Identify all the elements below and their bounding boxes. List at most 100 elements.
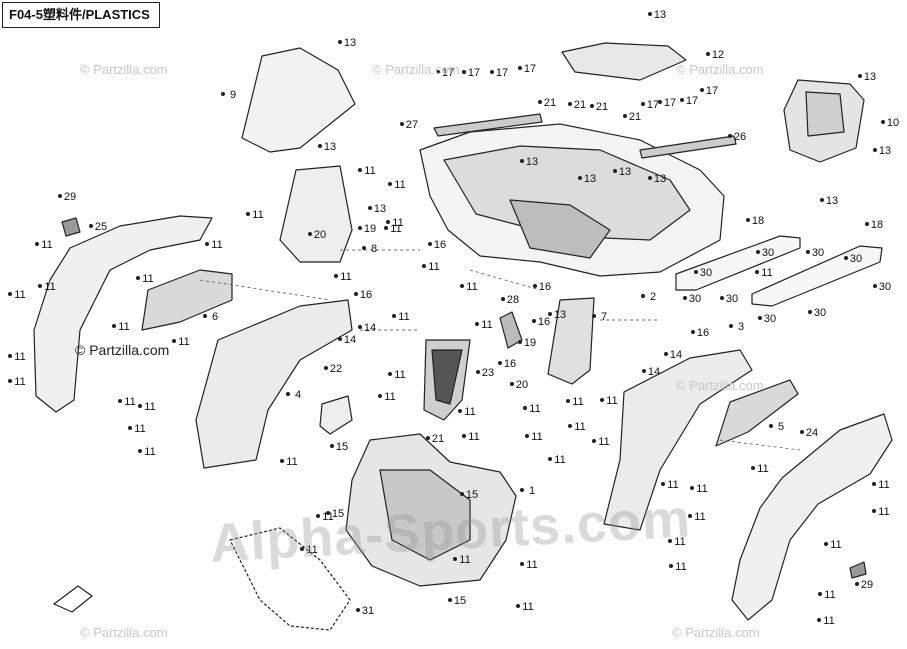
callout-label: 13: [654, 173, 666, 185]
part-3-shape: [603, 349, 753, 531]
callout-dot: [300, 547, 304, 551]
callout-dot: [668, 539, 672, 543]
callout-label: 21: [432, 433, 444, 445]
callout-label: 10: [887, 117, 899, 129]
callout-dot: [138, 449, 142, 453]
callout-dot: [648, 176, 652, 180]
callout-label: 11: [364, 165, 375, 177]
callout-label: 21: [574, 99, 586, 111]
callout-dot: [661, 482, 665, 486]
callout-label: 18: [752, 215, 764, 227]
callout-label: 11: [44, 281, 55, 293]
callout-dot: [354, 292, 358, 296]
callout-dot: [592, 439, 596, 443]
callout-dot: [525, 434, 529, 438]
callout-label: 17: [468, 67, 480, 79]
part-24-shape: [731, 413, 893, 621]
callout-dot: [844, 256, 848, 260]
callout-dot: [368, 206, 372, 210]
callout-label: 11: [674, 536, 685, 548]
callout-label: 11: [392, 217, 403, 229]
callout-dot: [683, 296, 687, 300]
callout-dot: [751, 466, 755, 470]
callout-label: 11: [526, 559, 537, 571]
callout-label: 13: [654, 9, 666, 21]
callout-label: 19: [364, 223, 376, 235]
callout-dot: [462, 70, 466, 74]
callout-label: 11: [14, 376, 25, 388]
callout-label: 11: [667, 479, 678, 491]
callout-label: 29: [861, 579, 873, 591]
callout-label: 30: [850, 253, 862, 265]
part-5-shape: [715, 379, 799, 447]
callout-label: 13: [864, 71, 876, 83]
callout-label: 30: [814, 307, 826, 319]
callout-dot: [490, 70, 494, 74]
callout-label: 11: [322, 511, 333, 523]
callout-label: 19: [524, 337, 536, 349]
callout-label: 11: [466, 281, 477, 293]
callout-dot: [538, 100, 542, 104]
part-25-shape: [33, 215, 213, 413]
callout-label: 11: [41, 239, 52, 251]
part-31-shape: [229, 527, 351, 631]
callout-dot: [720, 296, 724, 300]
callout-dot: [872, 482, 876, 486]
callout-label: 11: [142, 273, 153, 285]
callout-dot: [338, 40, 342, 44]
callout-label: 11: [459, 554, 470, 566]
callout-label: 17: [647, 99, 659, 111]
callout-dot: [316, 514, 320, 518]
callout-dot: [388, 182, 392, 186]
callout-dot: [460, 492, 464, 496]
callout-dot: [203, 314, 207, 318]
part-9-shape: [241, 47, 356, 153]
callout-label: 30: [726, 293, 738, 305]
callout-label: 13: [554, 309, 566, 321]
callout-label: 11: [390, 223, 401, 235]
callout-label: 11: [606, 395, 617, 407]
callout-label: 11: [598, 436, 609, 448]
callout-label: 13: [584, 173, 596, 185]
callout-dot: [578, 176, 582, 180]
callout-label: 11: [878, 479, 889, 491]
callout-dot: [128, 426, 132, 430]
callout-label: 11: [14, 289, 25, 301]
callout-label: 15: [454, 595, 466, 607]
callout-dot: [516, 604, 520, 608]
callout-dot: [8, 354, 12, 358]
callout-dot: [246, 212, 250, 216]
part-8-shape: [279, 165, 353, 263]
callout-dot: [873, 148, 877, 152]
callout-dot: [566, 399, 570, 403]
callout-label: 1: [529, 485, 535, 497]
callout-label: 16: [360, 289, 372, 301]
callout-dot: [8, 379, 12, 383]
callout-dot: [462, 434, 466, 438]
callout-label: 16: [434, 239, 446, 251]
callout-label: 20: [314, 229, 326, 241]
callout-dot: [865, 222, 869, 226]
callout-dot: [326, 511, 330, 515]
callout-dot: [669, 564, 673, 568]
callout-label: 11: [830, 539, 841, 551]
watermark-partzilla: © Partzilla.com: [80, 625, 168, 640]
callout-label: 17: [686, 95, 698, 107]
callout-dot: [548, 312, 552, 316]
callout-dot: [448, 598, 452, 602]
callout-label: 11: [823, 615, 834, 627]
callout-dot: [458, 409, 462, 413]
callout-dot: [498, 361, 502, 365]
part-4-shape: [195, 299, 353, 469]
callout-label: 8: [371, 243, 377, 255]
callout-label: 18: [871, 219, 883, 231]
callout-dot: [755, 270, 759, 274]
callout-label: 13: [826, 195, 838, 207]
callout-label: 30: [764, 313, 776, 325]
callout-label: 5: [778, 421, 784, 433]
callout-dot: [334, 274, 338, 278]
callout-dot: [518, 340, 522, 344]
callout-dot: [392, 314, 396, 318]
callout-dot: [460, 284, 464, 288]
callout-dot: [475, 322, 479, 326]
